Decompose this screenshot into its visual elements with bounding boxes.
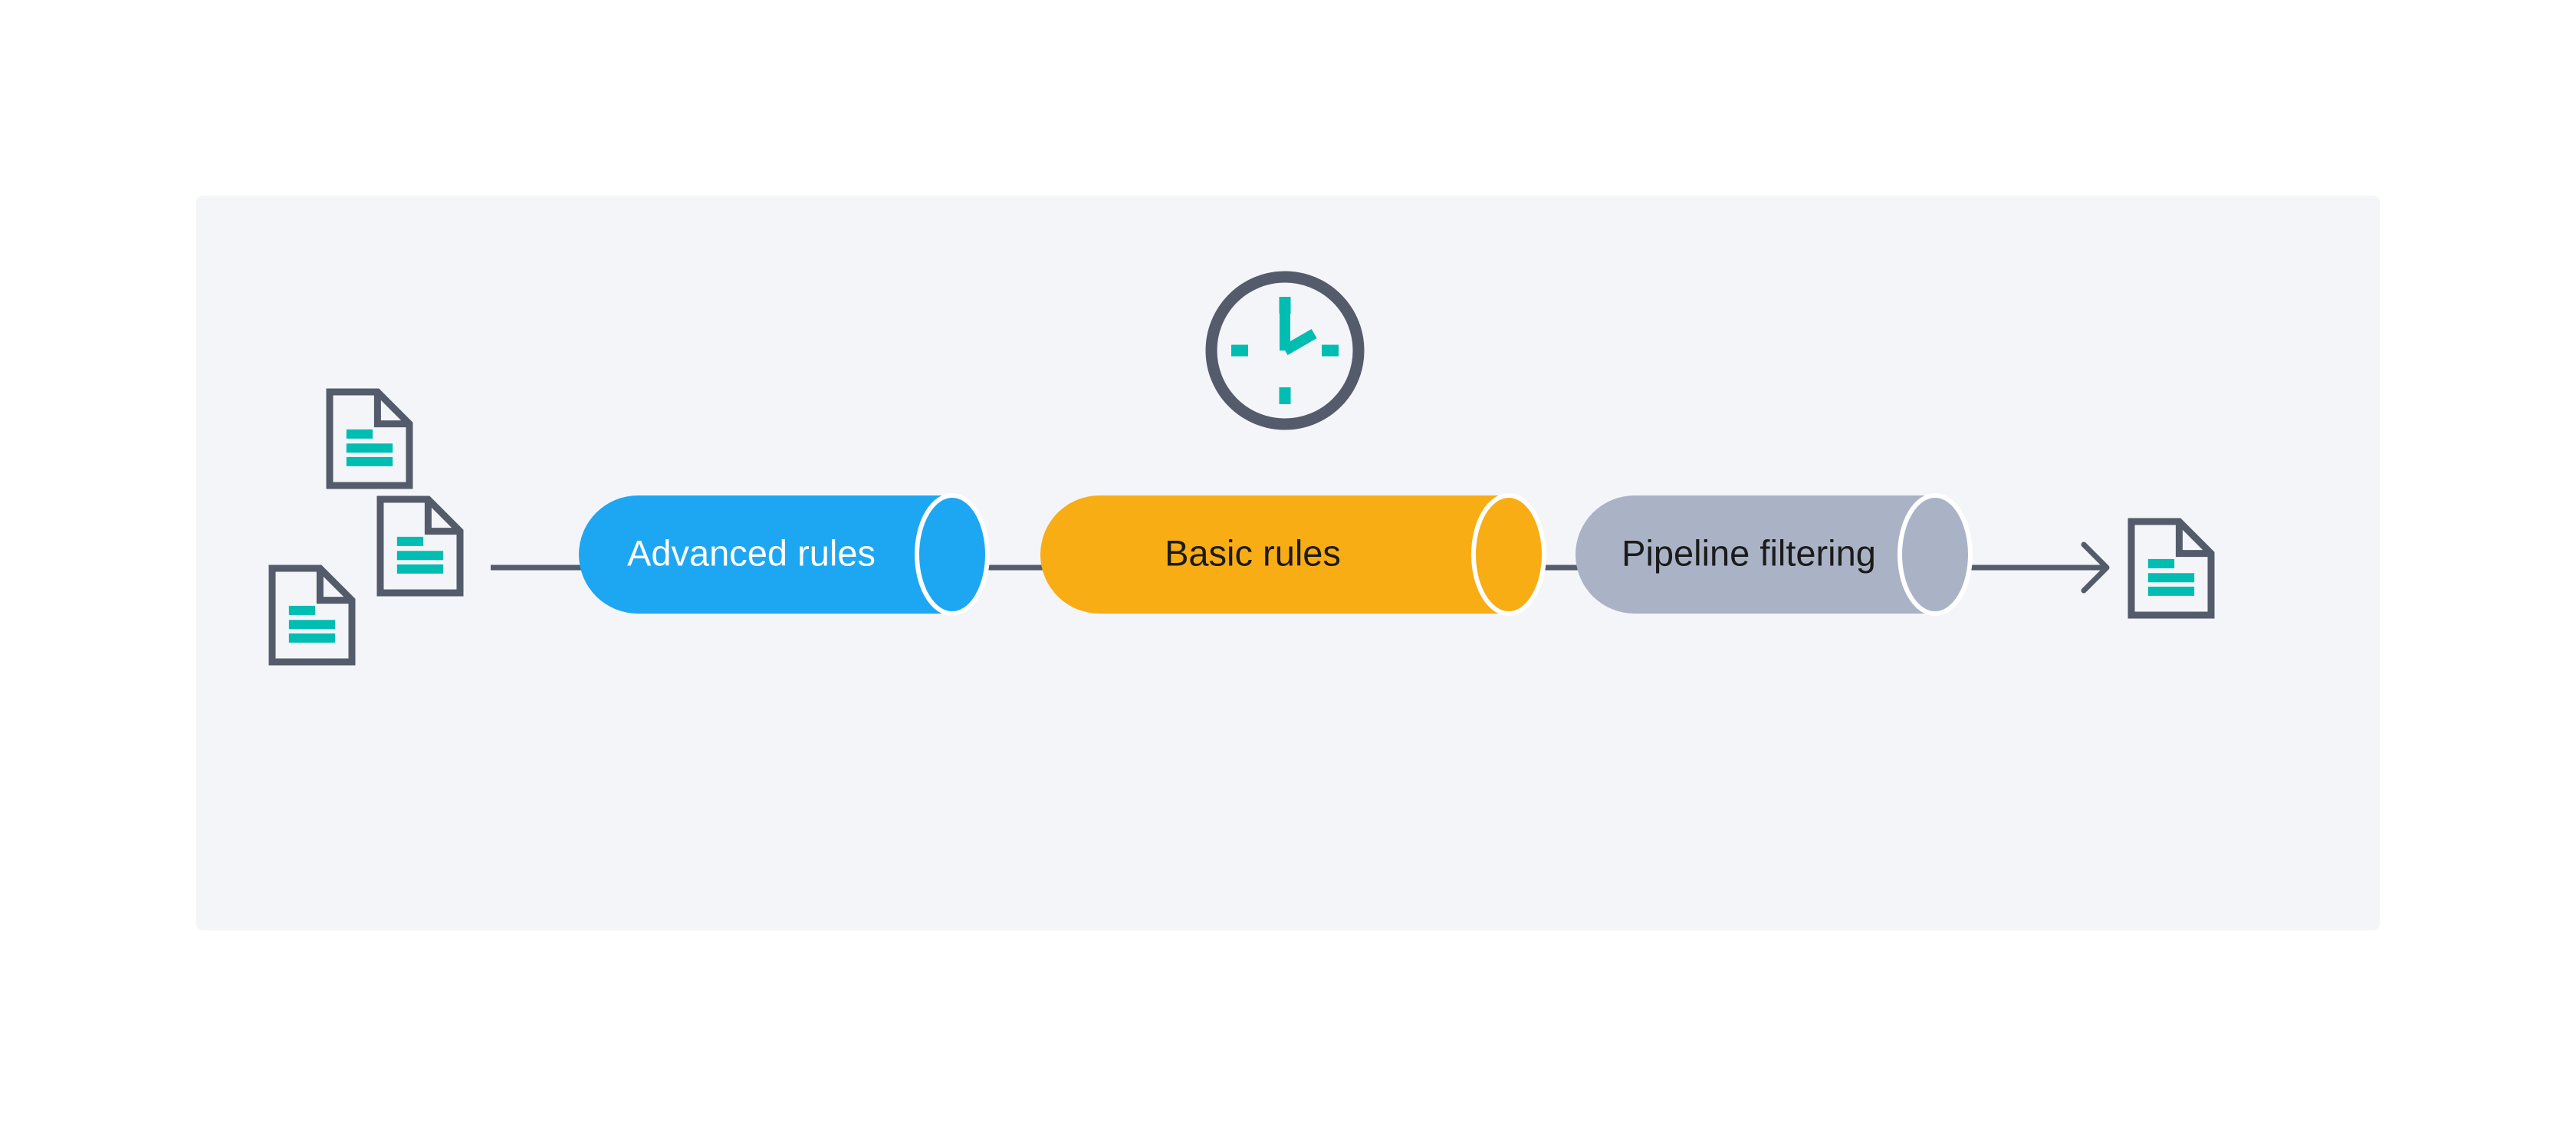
stage-advanced-rules[interactable]: Advanced rules: [579, 493, 990, 616]
stage-basic-rules-label: Basic rules: [1165, 532, 1341, 573]
stage-advanced-rules-label: Advanced rules: [627, 532, 876, 573]
document-icon-fold: [424, 499, 460, 535]
stage-basic-rules[interactable]: Basic rules: [1040, 493, 1546, 616]
input-document-middle: [376, 495, 464, 597]
stage-pipeline-filtering[interactable]: Pipeline filtering: [1576, 493, 1973, 616]
input-document-top: [326, 388, 413, 489]
output-document: [2128, 518, 2215, 619]
pipeline-stages-group: Advanced rules Basic rules Pipeline filter…: [579, 493, 1973, 616]
document-icon-fold: [316, 568, 352, 604]
input-document-bottom: [268, 564, 356, 666]
document-icon-fold: [373, 392, 409, 428]
output-document-group: [2128, 518, 2215, 619]
stage-advanced-rules-body: [579, 495, 941, 614]
clock-icon: [1205, 271, 1365, 430]
clock-icon-hour-hand: [1282, 328, 1317, 356]
stage-basic-rules-body: [1040, 495, 1499, 614]
stage-pipeline-filtering-label: Pipeline filtering: [1622, 532, 1876, 573]
stage-pipeline-filtering-body: [1576, 495, 1924, 614]
input-documents-group: [268, 388, 464, 666]
connector-pipeline-to-output-arrowhead: [2081, 541, 2110, 594]
document-icon-fold: [2175, 522, 2211, 558]
stage-basic-rules-end-cap: [1471, 493, 1546, 616]
stage-pipeline-filtering-end-cap: [1898, 493, 1973, 616]
stage-advanced-rules-end-cap: [915, 493, 990, 616]
